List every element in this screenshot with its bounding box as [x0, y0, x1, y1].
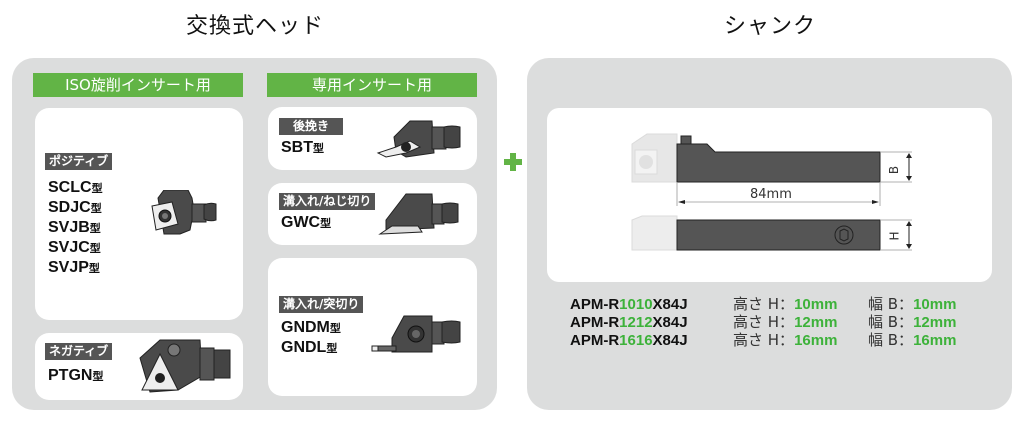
shank-diagram [631, 133, 912, 251]
model-code: SVJP [48, 259, 89, 276]
positive-tag: ポジティブ [45, 153, 113, 170]
shank-title: シャンク [723, 14, 816, 39]
ghost-head-bottom-icon [631, 215, 678, 251]
model-code: SVJB [48, 219, 90, 236]
spec-code-prefix: APM-R [570, 314, 620, 331]
spec-height: 高さ H：16mm [733, 331, 837, 350]
model-suffix: 型 [88, 263, 100, 275]
height-value: 16mm [794, 332, 838, 349]
shank-top-view-icon [676, 135, 881, 183]
width-label: 幅 B： [868, 313, 914, 331]
height-label: 高さ H： [733, 295, 795, 313]
model-suffix: 型 [90, 203, 102, 215]
width-label: 幅 B： [868, 295, 914, 313]
height-value: 12mm [794, 314, 838, 331]
ghost-head-top-icon [631, 133, 678, 183]
model-suffix: 型 [329, 323, 341, 335]
back-turning-head-icon [376, 120, 461, 158]
model-suffix: 型 [89, 243, 101, 255]
spec-code-size: 1212 [619, 314, 653, 331]
model-code: GNDL [281, 339, 327, 356]
spec-code-prefix: APM-R [570, 296, 620, 313]
model-code: SDJC [48, 199, 91, 216]
model-suffix: 型 [92, 371, 104, 383]
spec-height: 高さ H：10mm [733, 295, 837, 314]
model-gndl: GNDL型 [281, 338, 337, 359]
grooving-parting-head-icon [371, 315, 461, 353]
positive-insert-head-icon [151, 190, 217, 235]
width-value: 16mm [913, 332, 957, 349]
plus-icon [504, 153, 522, 171]
model-code: GWC [281, 214, 321, 231]
model-suffix: 型 [91, 183, 103, 195]
negative-insert-head-icon [139, 339, 231, 393]
spec-row: APM-R1616X84J [570, 331, 688, 350]
model-svjc: SVJC型 [48, 238, 101, 259]
special-insert-header: 専用インサート用 [267, 73, 477, 97]
model-code: SVJC [48, 239, 90, 256]
width-label: 幅 B： [868, 331, 914, 349]
spec-code-suffix: X84J [652, 314, 688, 331]
model-sdjc: SDJC型 [48, 198, 102, 219]
width-dimension-label: B [887, 165, 902, 175]
width-value: 10mm [913, 296, 957, 313]
negative-tag: ネガティブ [45, 343, 113, 360]
spec-code-prefix: APM-R [570, 332, 620, 349]
grooving-threading-head-icon [378, 193, 459, 235]
spec-code-suffix: X84J [652, 296, 688, 313]
shank-side-view-icon [676, 219, 881, 251]
model-code: SBT [281, 139, 313, 156]
spec-code-size: 1010 [619, 296, 653, 313]
spec-row: APM-R1010X84J [570, 295, 688, 314]
spec-width: 幅 B：12mm [868, 313, 956, 332]
spec-width: 幅 B：10mm [868, 295, 956, 314]
height-label: 高さ H： [733, 331, 795, 349]
length-dimension-label: 84mm [750, 187, 792, 202]
height-label: 高さ H： [733, 313, 795, 331]
spec-code-suffix: X84J [652, 332, 688, 349]
shank-diagram-card [547, 108, 992, 282]
width-value: 12mm [913, 314, 957, 331]
model-suffix: 型 [326, 343, 338, 355]
model-scl: SCLC型 [48, 178, 103, 199]
model-suffix: 型 [89, 223, 101, 235]
spec-height: 高さ H：12mm [733, 313, 837, 332]
spec-code-size: 1616 [619, 332, 653, 349]
model-gwc: GWC型 [281, 213, 331, 234]
interchangeable-head-title: 交換式ヘッド [185, 14, 324, 39]
spec-width: 幅 B：16mm [868, 331, 956, 350]
height-dimension-label: H [887, 231, 902, 241]
spec-row: APM-R1212X84J [570, 313, 688, 332]
model-code: PTGN [48, 367, 93, 384]
model-sbt: SBT型 [281, 138, 324, 159]
model-suffix: 型 [320, 218, 332, 230]
grooving-threading-tag: 溝入れ/ねじ切り [279, 193, 376, 210]
grooving-parting-tag: 溝入れ/突切り [279, 296, 364, 313]
back-turning-tag: 後挽き [279, 118, 344, 135]
model-svjb: SVJB型 [48, 218, 101, 239]
model-gndm: GNDM型 [281, 318, 341, 339]
model-ptgn: PTGN型 [48, 366, 103, 387]
height-value: 10mm [794, 296, 838, 313]
model-svjp: SVJP型 [48, 258, 100, 279]
model-code: SCLC [48, 179, 92, 196]
model-suffix: 型 [313, 143, 324, 155]
model-code: GNDM [281, 319, 330, 336]
iso-insert-header: ISO旋削インサート用 [33, 73, 243, 97]
